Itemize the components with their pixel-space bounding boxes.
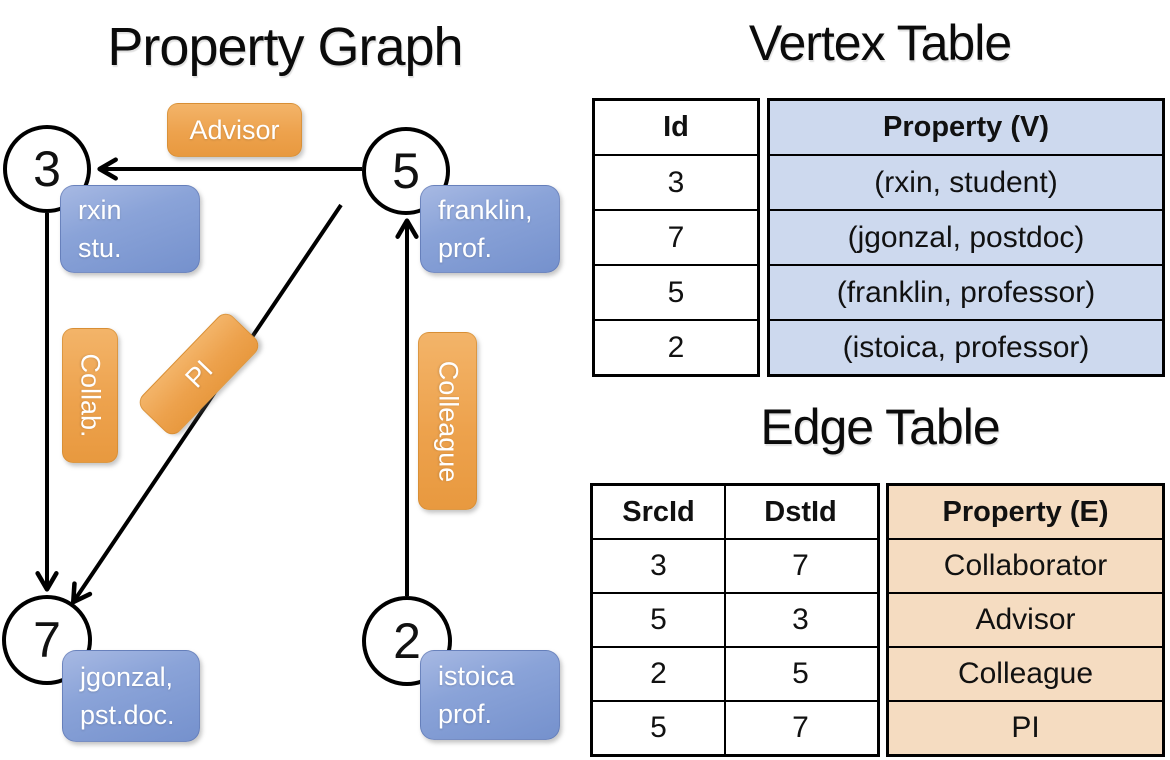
vertex-node-7-id: 7 (33, 612, 61, 668)
table-row: 3 7 (593, 538, 877, 592)
vertex-node-3-id: 3 (33, 141, 61, 197)
vertex-property-cell: (franklin, professor) (836, 275, 1096, 309)
vertex-property-cell: (rxin, student) (874, 165, 1058, 199)
edge-table-property-column: Property (E) Collaborator Advisor Collea… (886, 483, 1165, 757)
edge-label-collab: Collab. (62, 328, 118, 463)
edge-dstid-cell: 7 (724, 702, 875, 754)
edge-property-cell: Advisor (975, 603, 1076, 636)
vertex-property-cell: (istoica, professor) (842, 330, 1090, 364)
edge-table-srcid-header: SrcId (622, 495, 695, 528)
vertex-property-box-franklin: franklin, prof. (420, 185, 560, 273)
vertex-property-box-istoica: istoica prof. (420, 650, 560, 740)
table-row: Collaborator (889, 538, 1162, 592)
vertex-property-line: prof. (438, 233, 493, 263)
vertex-property-box-rxin: rxin stu. (60, 185, 200, 273)
edge-label-text: Colleague (433, 360, 463, 482)
table-row: 5 7 (593, 700, 877, 754)
edge-property-cell: Collaborator (943, 549, 1108, 582)
vertex-property-box-jgonzal: jgonzal, pst.doc. (62, 650, 200, 742)
vertex-property-line: franklin, (438, 195, 533, 225)
edge-label-colleague: Colleague (418, 332, 477, 510)
table-row: 2 5 (593, 646, 877, 700)
vertex-table-id-column: Id 3 7 5 2 (592, 98, 760, 377)
vertex-property-line: prof. (438, 699, 493, 729)
vertex-property-line: stu. (78, 233, 122, 263)
edge-table-dstid-header: DstId (724, 486, 875, 538)
vertex-node-5-id: 5 (392, 143, 420, 199)
edge-dstid-cell: 3 (724, 594, 875, 646)
vertex-id-cell: 5 (667, 275, 685, 309)
vertex-property-line: pst.doc. (80, 700, 175, 730)
edge-table-title: Edge Table (760, 399, 1000, 455)
edge-dstid-cell: 5 (724, 648, 875, 700)
table-row: Colleague (889, 646, 1162, 700)
vertex-property-line: jgonzal, (80, 662, 174, 692)
vertex-property-cell: (jgonzal, postdoc) (847, 220, 1085, 254)
edge-label-text: Advisor (189, 114, 280, 145)
vertex-property-line: istoica (438, 661, 515, 691)
vertex-table-id-header: Id (663, 111, 689, 143)
edge-label-advisor: Advisor (167, 103, 302, 157)
table-row: (jgonzal, postdoc) (770, 209, 1162, 264)
table-row: 5 3 (593, 592, 877, 646)
edge-srcid-cell: 3 (650, 549, 667, 582)
table-header-row: Property (E) (889, 486, 1162, 538)
vertex-node-3: 3 (3, 125, 91, 213)
vertex-property-line: rxin (78, 195, 122, 225)
vertex-node-2-id: 2 (393, 613, 421, 669)
vertex-table-property-column: Property (V) (rxin, student) (jgonzal, p… (767, 98, 1165, 377)
edge-table-id-columns: SrcId DstId 3 7 5 3 2 5 5 7 (590, 483, 880, 757)
edge-label-text: Collab. (75, 353, 106, 438)
property-graph-title: Property Graph (107, 17, 463, 77)
table-row: (istoica, professor) (770, 319, 1162, 374)
edge-arrow-5-to-7 (70, 203, 343, 605)
vertex-table-title: Vertex Table (748, 15, 1012, 71)
table-row: 7 (595, 209, 757, 264)
table-row: (rxin, student) (770, 154, 1162, 209)
edge-label-text: PI (178, 354, 219, 394)
table-row: 3 (595, 154, 757, 209)
edge-srcid-cell: 2 (650, 657, 667, 690)
vertex-table-property-header: Property (V) (883, 111, 1049, 143)
table-header-row: Id (595, 101, 757, 154)
edge-srcid-cell: 5 (650, 603, 667, 636)
table-header-row: SrcId DstId (593, 486, 877, 538)
table-row: PI (889, 700, 1162, 754)
table-row: Advisor (889, 592, 1162, 646)
table-row: (franklin, professor) (770, 264, 1162, 319)
edge-property-cell: PI (1011, 711, 1040, 744)
edge-table-property-header: Property (E) (942, 495, 1109, 528)
table-row: 2 (595, 319, 757, 374)
edge-property-cell: Colleague (957, 657, 1094, 690)
vertex-id-cell: 7 (667, 220, 685, 254)
table-row: 5 (595, 264, 757, 319)
vertex-id-cell: 3 (667, 165, 685, 199)
edge-srcid-cell: 5 (650, 711, 667, 744)
table-header-row: Property (V) (770, 101, 1162, 154)
edge-dstid-cell: 7 (724, 540, 875, 592)
vertex-id-cell: 2 (667, 330, 685, 364)
